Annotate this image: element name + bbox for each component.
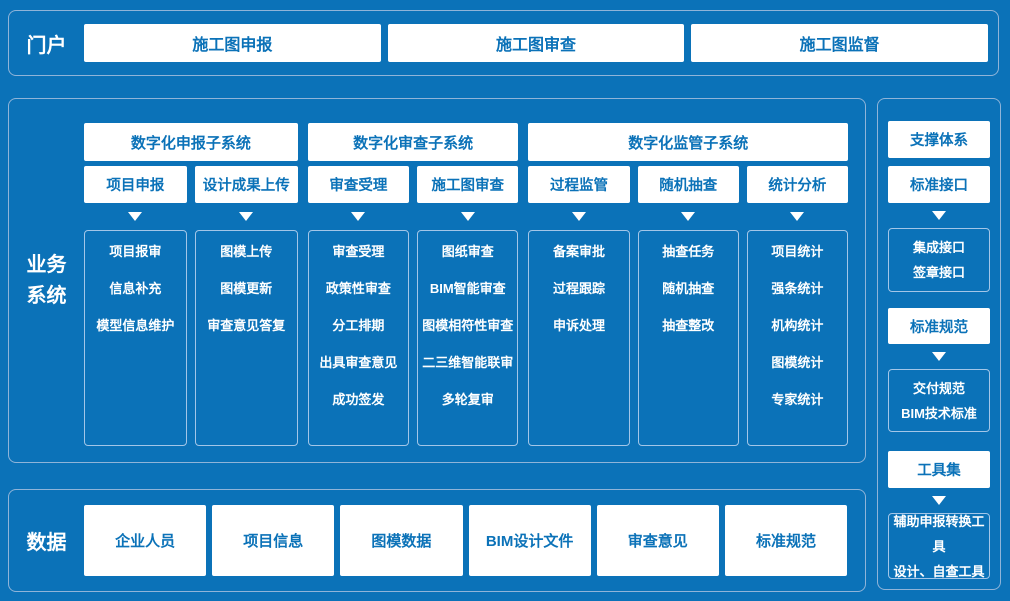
support-header-toolset[interactable]: 工具集 <box>888 451 990 488</box>
arrow-down-icon <box>239 212 254 221</box>
panel-item: 分工排期 <box>332 318 385 333</box>
business-section: 业务 系统 数字化申报子系统 项目申报 项目报审 信息补充 模型信息维护 设计成… <box>8 98 866 463</box>
portal-section: 门户 施工图申报 施工图审查 施工图监督 <box>8 10 999 76</box>
module-column: 施工图审查 图纸审查 BIM智能审查 图模相符性审查 二三维智能联审 多轮复审 <box>417 161 519 462</box>
panel-item: 信息补充 <box>109 281 162 296</box>
panel-item: 辅助申报转换工具 <box>893 513 985 554</box>
panel-item: 图模统计 <box>771 355 824 370</box>
portal-label: 门户 <box>26 34 67 57</box>
panel-item: 图模更新 <box>220 281 273 296</box>
panel-item: 签章接口 <box>912 265 965 280</box>
panel-item: 审查受理 <box>332 244 385 259</box>
business-content: 数字化申报子系统 项目申报 项目报审 信息补充 模型信息维护 设计成果上传 图模… <box>84 99 849 462</box>
panel-item: 成功签发 <box>332 392 385 407</box>
module-panel: 抽查任务 随机抽查 抽查整改 <box>637 230 739 446</box>
data-card-drawing-model-data[interactable]: 图模数据 <box>340 505 463 576</box>
support-panel: 集成接口 签章接口 <box>888 228 990 292</box>
arrow-down-icon <box>681 212 696 221</box>
module-header[interactable]: 施工图审查 <box>417 166 519 203</box>
business-label-line1: 业务 <box>26 253 67 276</box>
subsystem-title[interactable]: 数字化申报子系统 <box>84 123 298 161</box>
panel-item: 项目报审 <box>109 244 162 259</box>
panel-item: 设计、自查工具 <box>893 563 985 579</box>
panel-item: 政策性审查 <box>325 281 391 296</box>
module-header[interactable]: 审查受理 <box>307 166 410 203</box>
subsystem-review: 数字化审查子系统 审查受理 审查受理 政策性审查 分工排期 出具审查意见 成功签… <box>307 99 519 462</box>
subsystem-declare: 数字化申报子系统 项目申报 项目报审 信息补充 模型信息维护 设计成果上传 图模… <box>84 99 298 462</box>
module-column: 过程监管 备案审批 过程跟踪 申诉处理 <box>528 161 630 462</box>
panel-item: 备案审批 <box>553 244 606 259</box>
support-panel: 辅助申报转换工具 设计、自查工具 <box>888 513 990 579</box>
panel-item: 机构统计 <box>771 318 824 333</box>
portal-item-supervise[interactable]: 施工图监督 <box>691 24 989 62</box>
module-column: 项目申报 项目报审 信息补充 模型信息维护 <box>84 161 187 462</box>
support-title[interactable]: 支撑体系 <box>888 121 990 158</box>
arrow-down-icon <box>572 212 587 221</box>
panel-item: 图模相符性审查 <box>422 318 514 333</box>
panel-item: 项目统计 <box>771 244 824 259</box>
module-column: 随机抽查 抽查任务 随机抽查 抽查整改 <box>637 161 739 462</box>
module-column: 审查受理 审查受理 政策性审查 分工排期 出具审查意见 成功签发 <box>307 161 410 462</box>
module-column: 统计分析 项目统计 强条统计 机构统计 图模统计 专家统计 <box>746 161 848 462</box>
support-section: 支撑体系 标准接口 集成接口 签章接口 标准规范 交付规范 BIM技术标准 工具… <box>877 98 1001 590</box>
support-panel: 交付规范 BIM技术标准 <box>888 369 990 432</box>
subsystem-supervise: 数字化监管子系统 过程监管 备案审批 过程跟踪 申诉处理 随机抽查 抽查任务 <box>528 99 849 462</box>
data-cards: 企业人员 项目信息 图模数据 BIM设计文件 审查意见 标准规范 <box>84 505 848 576</box>
arrow-down-icon <box>790 212 805 221</box>
panel-item: 模型信息维护 <box>96 318 175 333</box>
data-section: 数据 企业人员 项目信息 图模数据 BIM设计文件 审查意见 标准规范 <box>8 489 866 592</box>
module-panel: 项目报审 信息补充 模型信息维护 <box>84 230 187 446</box>
panel-item: 图模上传 <box>220 244 273 259</box>
data-card-bim-design-files[interactable]: BIM设计文件 <box>468 505 591 576</box>
module-panel: 备案审批 过程跟踪 申诉处理 <box>528 230 630 446</box>
panel-item: BIM智能审查 <box>429 281 506 296</box>
panel-item: 抽查任务 <box>662 244 715 259</box>
panel-item: BIM技术标准 <box>901 405 977 421</box>
data-label: 数据 <box>26 532 67 554</box>
module-panel: 图模上传 图模更新 审查意见答复 <box>194 230 298 446</box>
panel-item: 抽查整改 <box>662 318 715 333</box>
module-header[interactable]: 项目申报 <box>84 166 187 203</box>
arrow-down-icon <box>460 212 475 221</box>
panel-item: 二三维智能联审 <box>422 355 514 370</box>
business-label-line2: 系统 <box>26 284 67 307</box>
portal-buttons: 施工图申报 施工图审查 施工图监督 <box>84 24 989 62</box>
subsystem-title[interactable]: 数字化审查子系统 <box>307 123 519 161</box>
module-panel: 图纸审查 BIM智能审查 图模相符性审查 二三维智能联审 多轮复审 <box>417 230 519 446</box>
support-header-standard-spec[interactable]: 标准规范 <box>888 308 990 344</box>
panel-item: 审查意见答复 <box>207 318 286 333</box>
panel-item: 集成接口 <box>912 240 965 255</box>
arrow-down-icon <box>932 352 946 361</box>
panel-item: 出具审查意见 <box>319 355 398 370</box>
module-header[interactable]: 设计成果上传 <box>194 166 298 203</box>
portal-item-review[interactable]: 施工图审查 <box>387 24 685 62</box>
panel-item: 过程跟踪 <box>553 281 606 296</box>
module-panel: 项目统计 强条统计 机构统计 图模统计 专家统计 <box>746 230 848 446</box>
panel-item: 多轮复审 <box>441 392 494 407</box>
module-header[interactable]: 随机抽查 <box>637 166 739 203</box>
module-column: 设计成果上传 图模上传 图模更新 审查意见答复 <box>194 161 298 462</box>
panel-item: 图纸审查 <box>441 244 494 259</box>
support-header-standard-interface[interactable]: 标准接口 <box>888 166 990 203</box>
module-panel: 审查受理 政策性审查 分工排期 出具审查意见 成功签发 <box>307 230 410 446</box>
arrow-down-icon <box>351 212 366 221</box>
panel-item: 强条统计 <box>771 281 824 296</box>
data-card-standard-spec[interactable]: 标准规范 <box>724 505 848 576</box>
panel-item: 交付规范 <box>912 380 965 396</box>
arrow-down-icon <box>932 211 946 220</box>
arrow-down-icon <box>932 496 946 505</box>
portal-item-declare[interactable]: 施工图申报 <box>84 24 381 62</box>
module-header[interactable]: 统计分析 <box>746 166 848 203</box>
panel-item: 随机抽查 <box>662 281 715 296</box>
data-card-enterprise-staff[interactable]: 企业人员 <box>84 505 207 576</box>
data-card-review-opinions[interactable]: 审查意见 <box>596 505 719 576</box>
business-label: 业务 系统 <box>9 250 84 312</box>
module-header[interactable]: 过程监管 <box>528 166 630 203</box>
data-card-project-info[interactable]: 项目信息 <box>212 505 335 576</box>
panel-item: 专家统计 <box>771 392 824 407</box>
subsystem-title[interactable]: 数字化监管子系统 <box>528 123 849 161</box>
panel-item: 申诉处理 <box>553 318 606 333</box>
arrow-down-icon <box>128 212 143 221</box>
